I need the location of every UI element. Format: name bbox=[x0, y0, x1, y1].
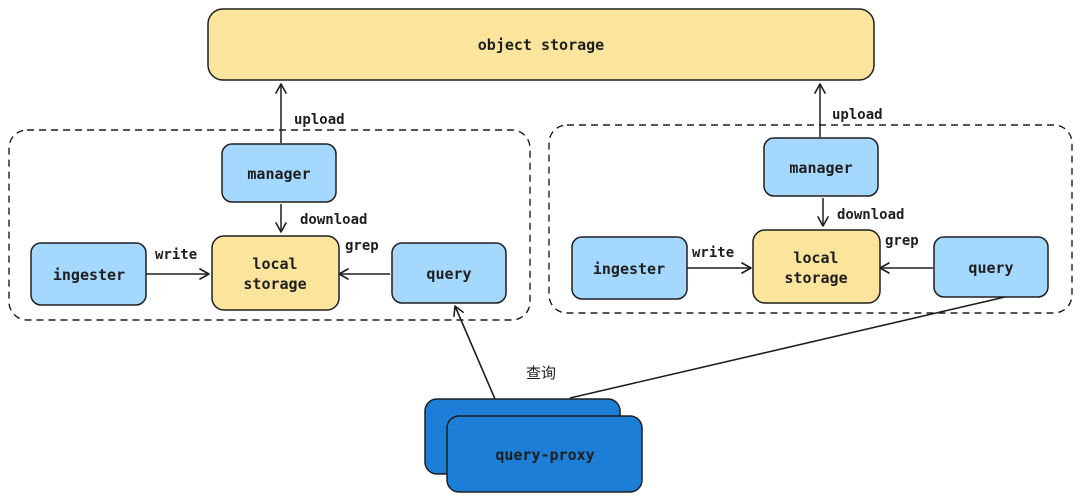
node-group-left: upload download write grep manager local… bbox=[8, 83, 531, 321]
query-box-left: query bbox=[391, 242, 507, 304]
manager-label-right: manager bbox=[789, 159, 852, 177]
manager-label-left: manager bbox=[247, 165, 310, 183]
manager-box-right: manager bbox=[763, 137, 879, 197]
query-chinese-label: 查询 bbox=[526, 364, 556, 382]
proxy-to-query-left-arrow bbox=[453, 305, 496, 400]
local-storage-label-line2-right: storage bbox=[784, 269, 847, 287]
upload-label-right: upload bbox=[832, 107, 883, 123]
write-label-right: write bbox=[692, 245, 734, 261]
object-storage-label: object storage bbox=[478, 36, 604, 54]
ingester-label-left: ingester bbox=[53, 266, 125, 284]
write-label-left: write bbox=[155, 247, 197, 263]
local-storage-label-line1-right: local bbox=[793, 249, 838, 267]
download-label-right: download bbox=[837, 207, 904, 223]
manager-box-left: manager bbox=[221, 143, 337, 203]
grep-label-right: grep bbox=[885, 233, 919, 249]
ingester-box-left: ingester bbox=[30, 242, 147, 306]
query-proxy-front-card bbox=[446, 415, 643, 493]
download-label-left: download bbox=[300, 212, 367, 228]
node-group-right: upload download write grep manager local… bbox=[548, 83, 1073, 314]
object-storage-box: object storage bbox=[207, 8, 875, 81]
query-box-right: query bbox=[933, 236, 1049, 298]
node-boundary-right bbox=[548, 124, 1073, 314]
node-boundary-left bbox=[8, 129, 531, 321]
local-storage-box-left: local storage bbox=[211, 235, 340, 311]
proxy-to-query-right-line bbox=[569, 296, 1006, 399]
local-storage-label-line2-left: storage bbox=[243, 275, 306, 293]
grep-label-left: grep bbox=[345, 238, 379, 254]
query-proxy-box: query-proxy bbox=[424, 398, 643, 493]
local-storage-label-line1-left: local bbox=[252, 255, 297, 273]
query-label-right: query bbox=[968, 259, 1013, 277]
ingester-box-right: ingester bbox=[571, 236, 688, 300]
query-proxy-label: query-proxy bbox=[495, 446, 594, 464]
upload-label-left: upload bbox=[294, 112, 345, 128]
ingester-label-right: ingester bbox=[593, 260, 665, 278]
local-storage-box-right: local storage bbox=[752, 229, 881, 304]
query-label-left: query bbox=[426, 265, 471, 283]
